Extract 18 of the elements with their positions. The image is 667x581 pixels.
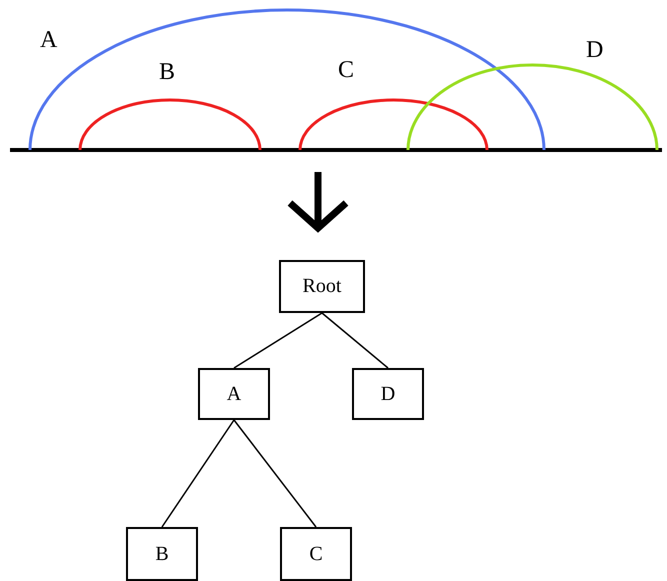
tree-node-box — [126, 527, 198, 581]
interval-label: B — [159, 60, 176, 84]
node-label: Root — [302, 275, 342, 298]
tree-node-box — [198, 368, 270, 420]
node-label: B — [155, 542, 169, 566]
tree-edge — [161, 420, 235, 528]
tree-node-box — [279, 260, 365, 313]
node-label: C — [309, 542, 323, 566]
node-label: D — [380, 382, 396, 406]
interval-label: D — [586, 38, 604, 62]
tree-edge — [233, 420, 317, 528]
interval-label: A — [40, 28, 58, 52]
tree-node-box — [352, 368, 424, 420]
tree-edge — [322, 312, 388, 369]
tree-node-box — [280, 527, 352, 581]
tree-edge — [234, 312, 322, 369]
interval-label: C — [338, 58, 354, 82]
node-label: A — [226, 382, 242, 406]
